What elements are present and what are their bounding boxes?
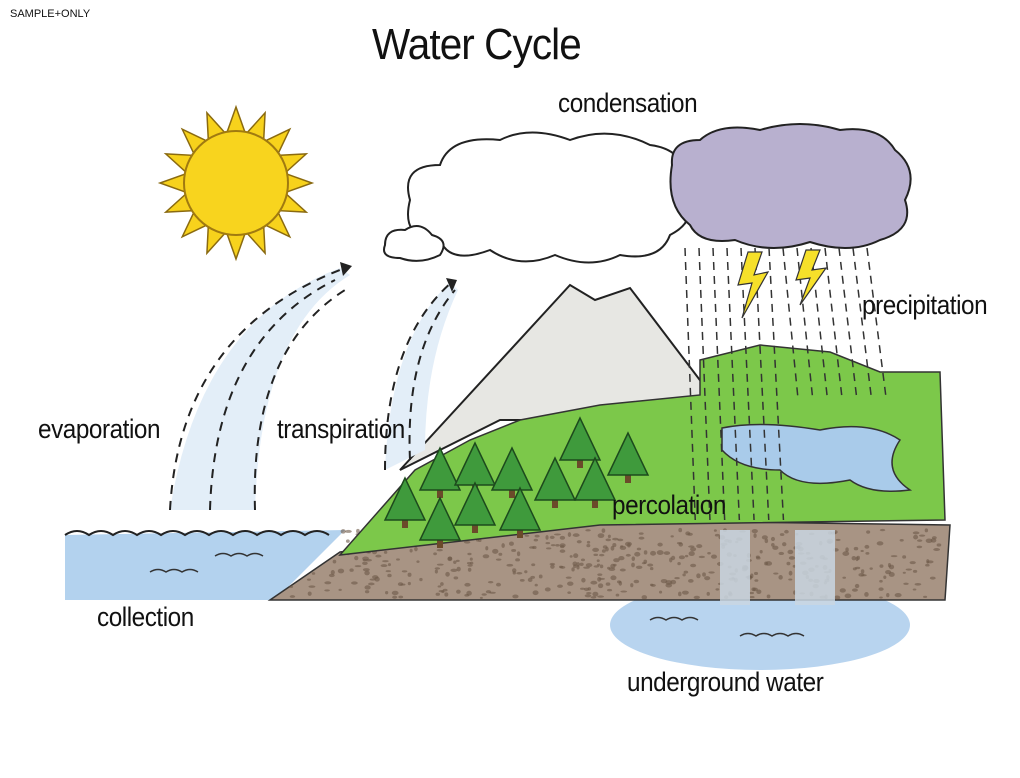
evaporation-arrow	[169, 267, 346, 511]
tree-icon	[573, 456, 617, 508]
tree-icon	[558, 416, 602, 468]
watermark-text: SAMPLE+ONLY	[10, 8, 91, 20]
tree-icon	[533, 456, 577, 508]
lightning-bolt-icon	[795, 249, 828, 306]
label-condensation: condensation	[558, 88, 698, 118]
page-title: Water Cycle	[372, 20, 582, 69]
lightning-bolt-icon	[737, 251, 770, 319]
label-evaporation: evaporation	[38, 414, 161, 444]
collection-sea	[65, 530, 345, 600]
storm-cloud	[669, 123, 912, 250]
label-underground-water: underground water	[627, 667, 824, 697]
grass-land	[338, 344, 946, 556]
tree-icon	[453, 481, 497, 533]
small-cloud	[383, 225, 445, 262]
trees	[383, 416, 650, 548]
label-percolation: percolation	[612, 490, 726, 520]
tree-icon	[383, 476, 427, 528]
tree-icon	[418, 446, 462, 498]
label-precipitation: precipitation	[862, 290, 988, 320]
transpiration-arrow	[384, 281, 453, 471]
sun-icon	[157, 104, 315, 262]
tree-icon	[418, 496, 462, 548]
white-cloud	[407, 131, 691, 264]
label-collection: collection	[97, 602, 194, 632]
label-transpiration: transpiration	[277, 414, 405, 444]
tree-icon	[498, 486, 542, 538]
tree-icon	[606, 431, 650, 483]
lake	[721, 423, 913, 492]
tree-icon	[490, 446, 534, 498]
